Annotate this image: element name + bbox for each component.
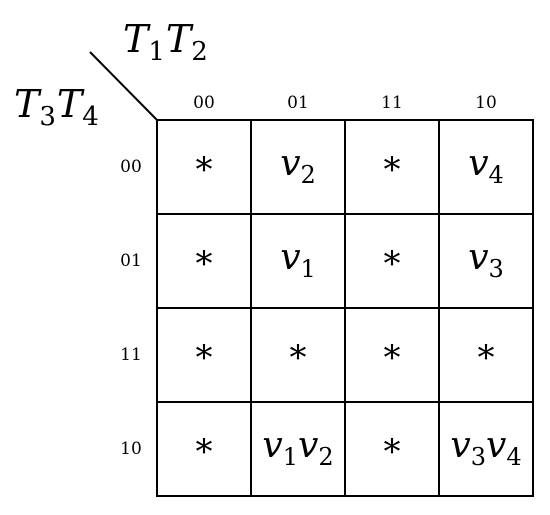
corner-diagonal bbox=[89, 51, 158, 121]
map-cell-value: * bbox=[196, 432, 213, 472]
col-var-2-subscript: 2 bbox=[191, 37, 208, 67]
cell-variable-subscript: 2 bbox=[318, 443, 333, 471]
map-cell-value: * bbox=[478, 338, 495, 378]
row-var-3-subscript: 3 bbox=[39, 102, 56, 132]
cell-variable: v bbox=[262, 425, 282, 466]
cell-variable-subscript: 4 bbox=[506, 443, 521, 471]
map-cell-value: * bbox=[196, 338, 213, 378]
col-header: 10 bbox=[475, 93, 497, 113]
col-var-1: T bbox=[123, 17, 151, 61]
col-header: 00 bbox=[193, 93, 215, 113]
map-cell-value: * bbox=[196, 244, 213, 284]
cell-variable: v bbox=[486, 425, 506, 466]
row-var-4-subscript: 4 bbox=[82, 102, 99, 132]
col-header: 11 bbox=[381, 93, 403, 113]
map-cells: *v2*v4*v1*v3*****v1v2*v3v4 bbox=[196, 143, 522, 472]
map-cell-value: * bbox=[384, 338, 401, 378]
map-cell-value: v3 bbox=[468, 237, 504, 283]
row-header: 00 bbox=[120, 157, 142, 177]
col-header: 01 bbox=[287, 93, 309, 113]
map-cell-value: v2 bbox=[280, 143, 316, 189]
cell-variable-subscript: 3 bbox=[471, 443, 486, 471]
cell-variable: v bbox=[280, 237, 300, 278]
map-cell-value: v1v2 bbox=[262, 425, 333, 471]
row-header: 01 bbox=[120, 251, 142, 271]
row-var-4: T bbox=[57, 82, 85, 126]
map-cell-value: * bbox=[384, 432, 401, 472]
column-headers: 00 01 11 10 bbox=[193, 93, 497, 113]
map-cell-value: v1 bbox=[280, 237, 316, 283]
map-cell-value: * bbox=[196, 150, 213, 190]
cell-variable: v bbox=[450, 425, 470, 466]
map-cell-value: * bbox=[384, 150, 401, 190]
col-var-2: T bbox=[166, 17, 194, 61]
row-header: 10 bbox=[120, 439, 142, 459]
map-grid bbox=[156, 119, 534, 497]
map-cell-value: v3v4 bbox=[450, 425, 521, 471]
column-variables-label: T1T2 bbox=[123, 17, 208, 67]
map-cell-value: * bbox=[290, 338, 307, 378]
cell-variable-subscript: 2 bbox=[301, 161, 316, 189]
row-var-3: T bbox=[14, 82, 42, 126]
row-headers: 00 01 11 10 bbox=[120, 157, 142, 459]
map-cell-value: * bbox=[384, 244, 401, 284]
cell-variable: v bbox=[468, 237, 488, 278]
col-var-1-subscript: 1 bbox=[148, 37, 165, 67]
map-cell-value: v4 bbox=[468, 143, 504, 189]
row-header: 11 bbox=[120, 345, 142, 365]
row-variables-label: T3T4 bbox=[14, 82, 99, 132]
cell-variable: v bbox=[298, 425, 318, 466]
cell-variable: v bbox=[280, 143, 300, 184]
cell-variable-subscript: 4 bbox=[489, 161, 504, 189]
cell-variable-subscript: 3 bbox=[489, 255, 504, 283]
cell-variable-subscript: 1 bbox=[301, 255, 316, 283]
cell-variable: v bbox=[468, 143, 488, 184]
cell-variable-subscript: 1 bbox=[283, 443, 298, 471]
